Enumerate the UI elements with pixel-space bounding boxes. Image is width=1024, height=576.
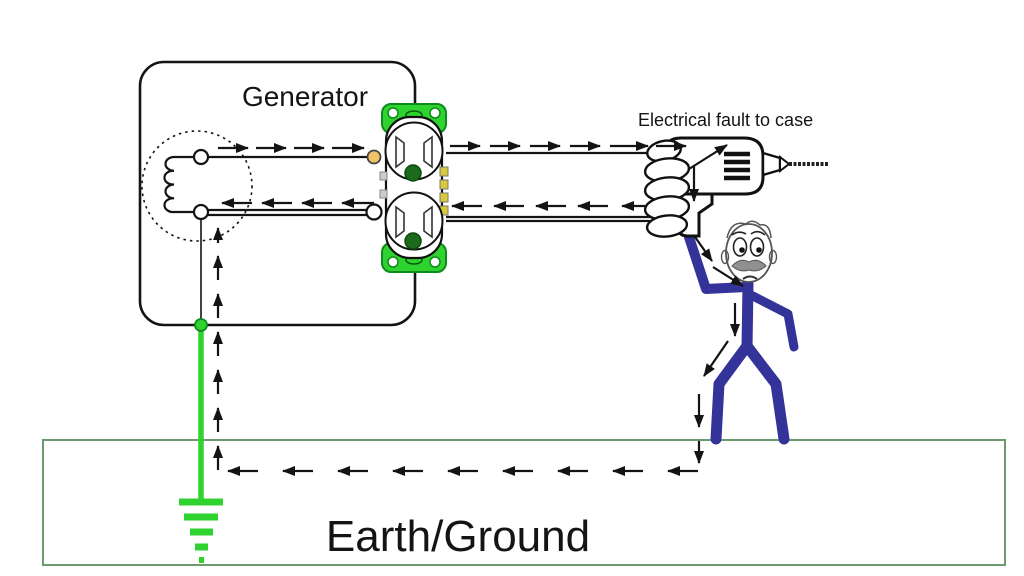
generator-label: Generator xyxy=(242,81,368,112)
generator-winding-icon xyxy=(163,155,201,214)
fault-label: Electrical fault to case xyxy=(638,110,813,130)
grounding xyxy=(179,219,223,563)
hot-terminal xyxy=(192,148,210,166)
neutral-terminal xyxy=(192,203,210,221)
ground-electrode-dot-icon xyxy=(194,318,208,332)
face-brow-left xyxy=(731,231,747,236)
person-left-arm xyxy=(682,226,751,294)
winding-dotted-circle xyxy=(141,130,253,242)
drill-chuck xyxy=(761,151,782,177)
wires xyxy=(208,149,696,223)
person-right-arm xyxy=(744,289,799,352)
neutral-terminal-dot xyxy=(365,203,383,221)
hand-grip-icon xyxy=(643,139,691,238)
outlet-ground-hole-bottom xyxy=(404,232,422,250)
face-ear-left xyxy=(720,249,730,265)
face-brow-right xyxy=(750,230,766,236)
person-left-leg xyxy=(710,340,753,445)
scared-face-icon xyxy=(720,220,778,283)
current-arrows-neutral xyxy=(221,198,652,211)
duplex-outlet-icon xyxy=(379,103,449,273)
face-frown xyxy=(742,275,758,280)
fault-to-case-arrow xyxy=(688,144,728,170)
face-head xyxy=(725,223,773,283)
face-eye-right xyxy=(749,237,765,257)
person-right-leg xyxy=(741,340,790,445)
outlet-ground-hole-top xyxy=(404,164,422,182)
current-arrows-ground-return xyxy=(213,227,698,476)
earth-ground-label: Earth/Ground xyxy=(326,512,590,561)
chuck-tip xyxy=(779,154,791,174)
hot-terminal-dot xyxy=(366,149,382,165)
face-eye-left xyxy=(732,237,748,257)
ground-rod-icon xyxy=(179,498,223,563)
current-arrows-hot xyxy=(218,141,649,153)
face-ear-right xyxy=(768,249,778,265)
face-hair xyxy=(726,220,772,239)
face-mustache xyxy=(731,259,767,272)
generator: Generator xyxy=(138,60,417,327)
shocked-person-icon xyxy=(682,226,799,445)
current-arrows-fault-path xyxy=(656,141,744,464)
